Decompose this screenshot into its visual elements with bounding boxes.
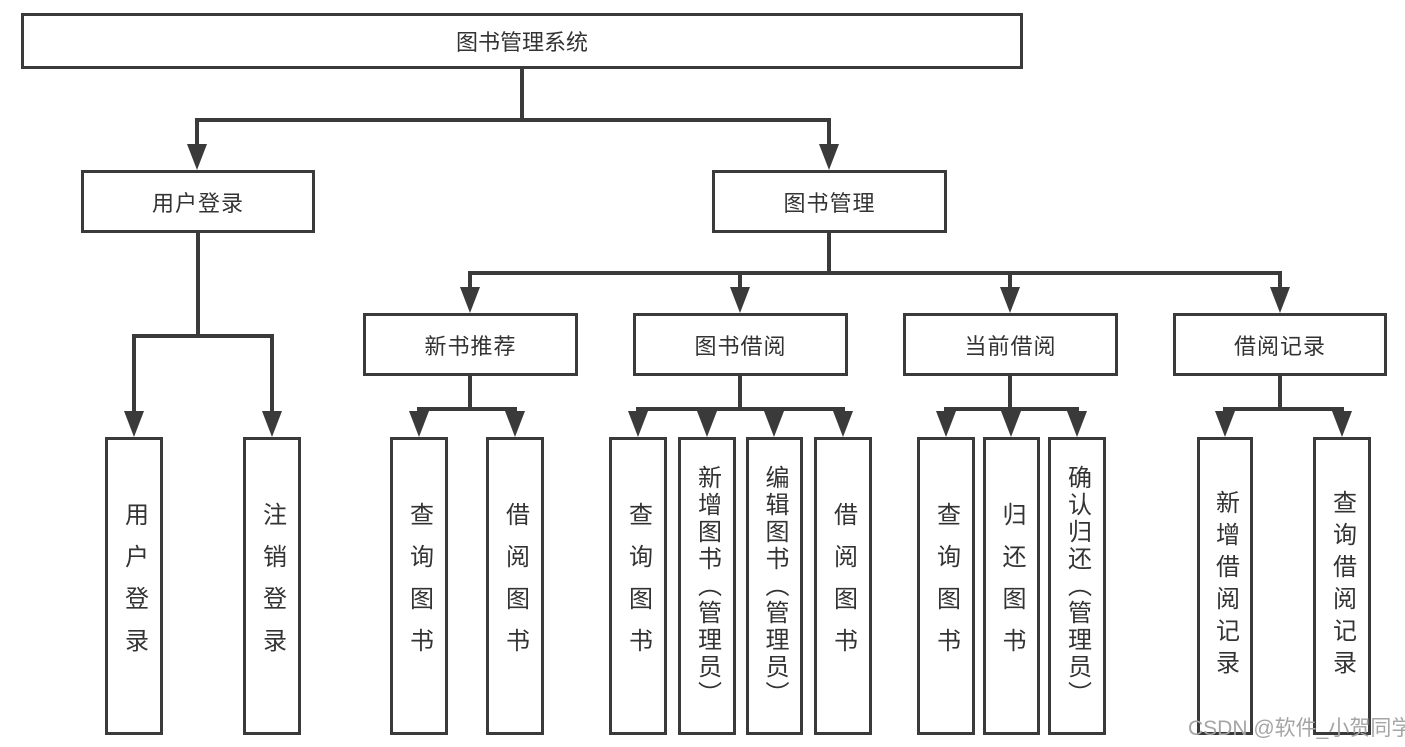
- leaf-query-borrow-record: 查询借阅记录: [1313, 437, 1371, 735]
- connector-line: [1278, 271, 1282, 291]
- leaf-add-borrow-record-label: 新增借阅记录: [1211, 490, 1239, 682]
- connector-line: [132, 334, 274, 338]
- leaf-return-books: 归还图书: [983, 437, 1040, 735]
- leaf-logout: 注销登录: [243, 437, 301, 735]
- arrow-down-icon: [460, 287, 480, 313]
- connector-line: [827, 118, 831, 150]
- connector-line: [468, 376, 472, 409]
- arrow-down-icon: [697, 411, 717, 437]
- node-book-management-label: 图书管理: [783, 190, 876, 216]
- leaf-query-books-current: 查询图书: [917, 437, 975, 735]
- node-user-login-label: 用户登录: [151, 190, 244, 216]
- connector-line: [1008, 376, 1012, 409]
- connector-line: [132, 334, 136, 415]
- connector-line: [270, 334, 274, 415]
- arrow-down-icon: [628, 411, 648, 437]
- connector-line: [468, 271, 1282, 275]
- node-book-borrow-label: 图书借阅: [694, 333, 787, 359]
- arrow-down-icon: [1270, 287, 1290, 313]
- leaf-query-books-borrow: 查询图书: [609, 437, 667, 735]
- leaf-borrow-books-newbook-label: 借阅图书: [501, 502, 529, 670]
- node-new-book-recommend-label: 新书推荐: [424, 333, 517, 359]
- leaf-query-books-newbook: 查询图书: [390, 437, 448, 735]
- leaf-query-books-current-label: 查询图书: [932, 502, 960, 670]
- node-borrow-records: 借阅记录: [1173, 313, 1387, 376]
- arrow-down-icon: [730, 287, 750, 313]
- arrow-down-icon: [1215, 411, 1235, 437]
- connector-line: [636, 407, 845, 411]
- connector-line: [520, 69, 524, 122]
- connector-line: [738, 271, 742, 291]
- leaf-borrow-books-newbook: 借阅图书: [486, 437, 544, 735]
- arrow-down-icon: [819, 144, 839, 170]
- node-root-label: 图书管理系统: [455, 30, 588, 55]
- arrow-down-icon: [262, 411, 282, 437]
- connector-line: [195, 118, 199, 150]
- node-user-login: 用户登录: [81, 170, 315, 233]
- node-current-borrow-label: 当前借阅: [964, 333, 1057, 359]
- arrow-down-icon: [764, 411, 784, 437]
- leaf-borrow-books-borrow: 借阅图书: [814, 437, 872, 735]
- leaf-edit-book-admin-label: 编辑图书（管理员）: [761, 464, 788, 708]
- arrow-down-icon: [1332, 411, 1352, 437]
- node-borrow-records-label: 借阅记录: [1233, 333, 1326, 359]
- leaf-edit-book-admin: 编辑图书（管理员）: [746, 437, 803, 735]
- arrow-down-icon: [833, 411, 853, 437]
- connector-line: [1008, 271, 1012, 291]
- node-current-borrow: 当前借阅: [903, 313, 1118, 376]
- leaf-query-books-newbook-label: 查询图书: [405, 502, 433, 670]
- leaf-query-books-borrow-label: 查询图书: [624, 502, 652, 670]
- leaf-user-login: 用户登录: [105, 437, 163, 735]
- arrow-down-icon: [187, 144, 207, 170]
- arrow-down-icon: [936, 411, 956, 437]
- arrow-down-icon: [1000, 287, 1020, 313]
- connector-line: [196, 233, 200, 336]
- leaf-query-borrow-record-label: 查询借阅记录: [1328, 490, 1356, 682]
- connector-line: [827, 233, 831, 273]
- node-book-management: 图书管理: [712, 170, 947, 233]
- node-root: 图书管理系统: [21, 13, 1023, 69]
- arrow-down-icon: [1001, 411, 1021, 437]
- leaf-logout-label: 注销登录: [258, 502, 286, 670]
- leaf-return-books-label: 归还图书: [998, 502, 1025, 670]
- leaf-confirm-return-admin: 确认归还（管理员）: [1048, 437, 1106, 735]
- watermark: CSDN @软件_小贺同学: [1188, 717, 1405, 740]
- connector-line: [1278, 376, 1282, 409]
- arrow-down-icon: [124, 411, 144, 437]
- node-new-book-recommend: 新书推荐: [363, 313, 578, 376]
- connector-line: [468, 271, 472, 291]
- connector-line: [417, 407, 517, 411]
- arrow-down-icon: [505, 411, 525, 437]
- arrow-down-icon: [1067, 411, 1087, 437]
- leaf-borrow-books-borrow-label: 借阅图书: [829, 502, 857, 670]
- leaf-add-book-admin-label: 新增图书（管理员）: [693, 464, 721, 708]
- leaf-confirm-return-admin-label: 确认归还（管理员）: [1063, 464, 1091, 708]
- connector-line: [738, 376, 742, 409]
- arrow-down-icon: [409, 411, 429, 437]
- leaf-add-book-admin: 新增图书（管理员）: [678, 437, 736, 735]
- connector-line: [195, 118, 831, 122]
- connector-line: [1223, 407, 1344, 411]
- leaf-user-login-label: 用户登录: [120, 502, 148, 670]
- leaf-add-borrow-record: 新增借阅记录: [1197, 437, 1253, 735]
- node-book-borrow: 图书借阅: [633, 313, 848, 376]
